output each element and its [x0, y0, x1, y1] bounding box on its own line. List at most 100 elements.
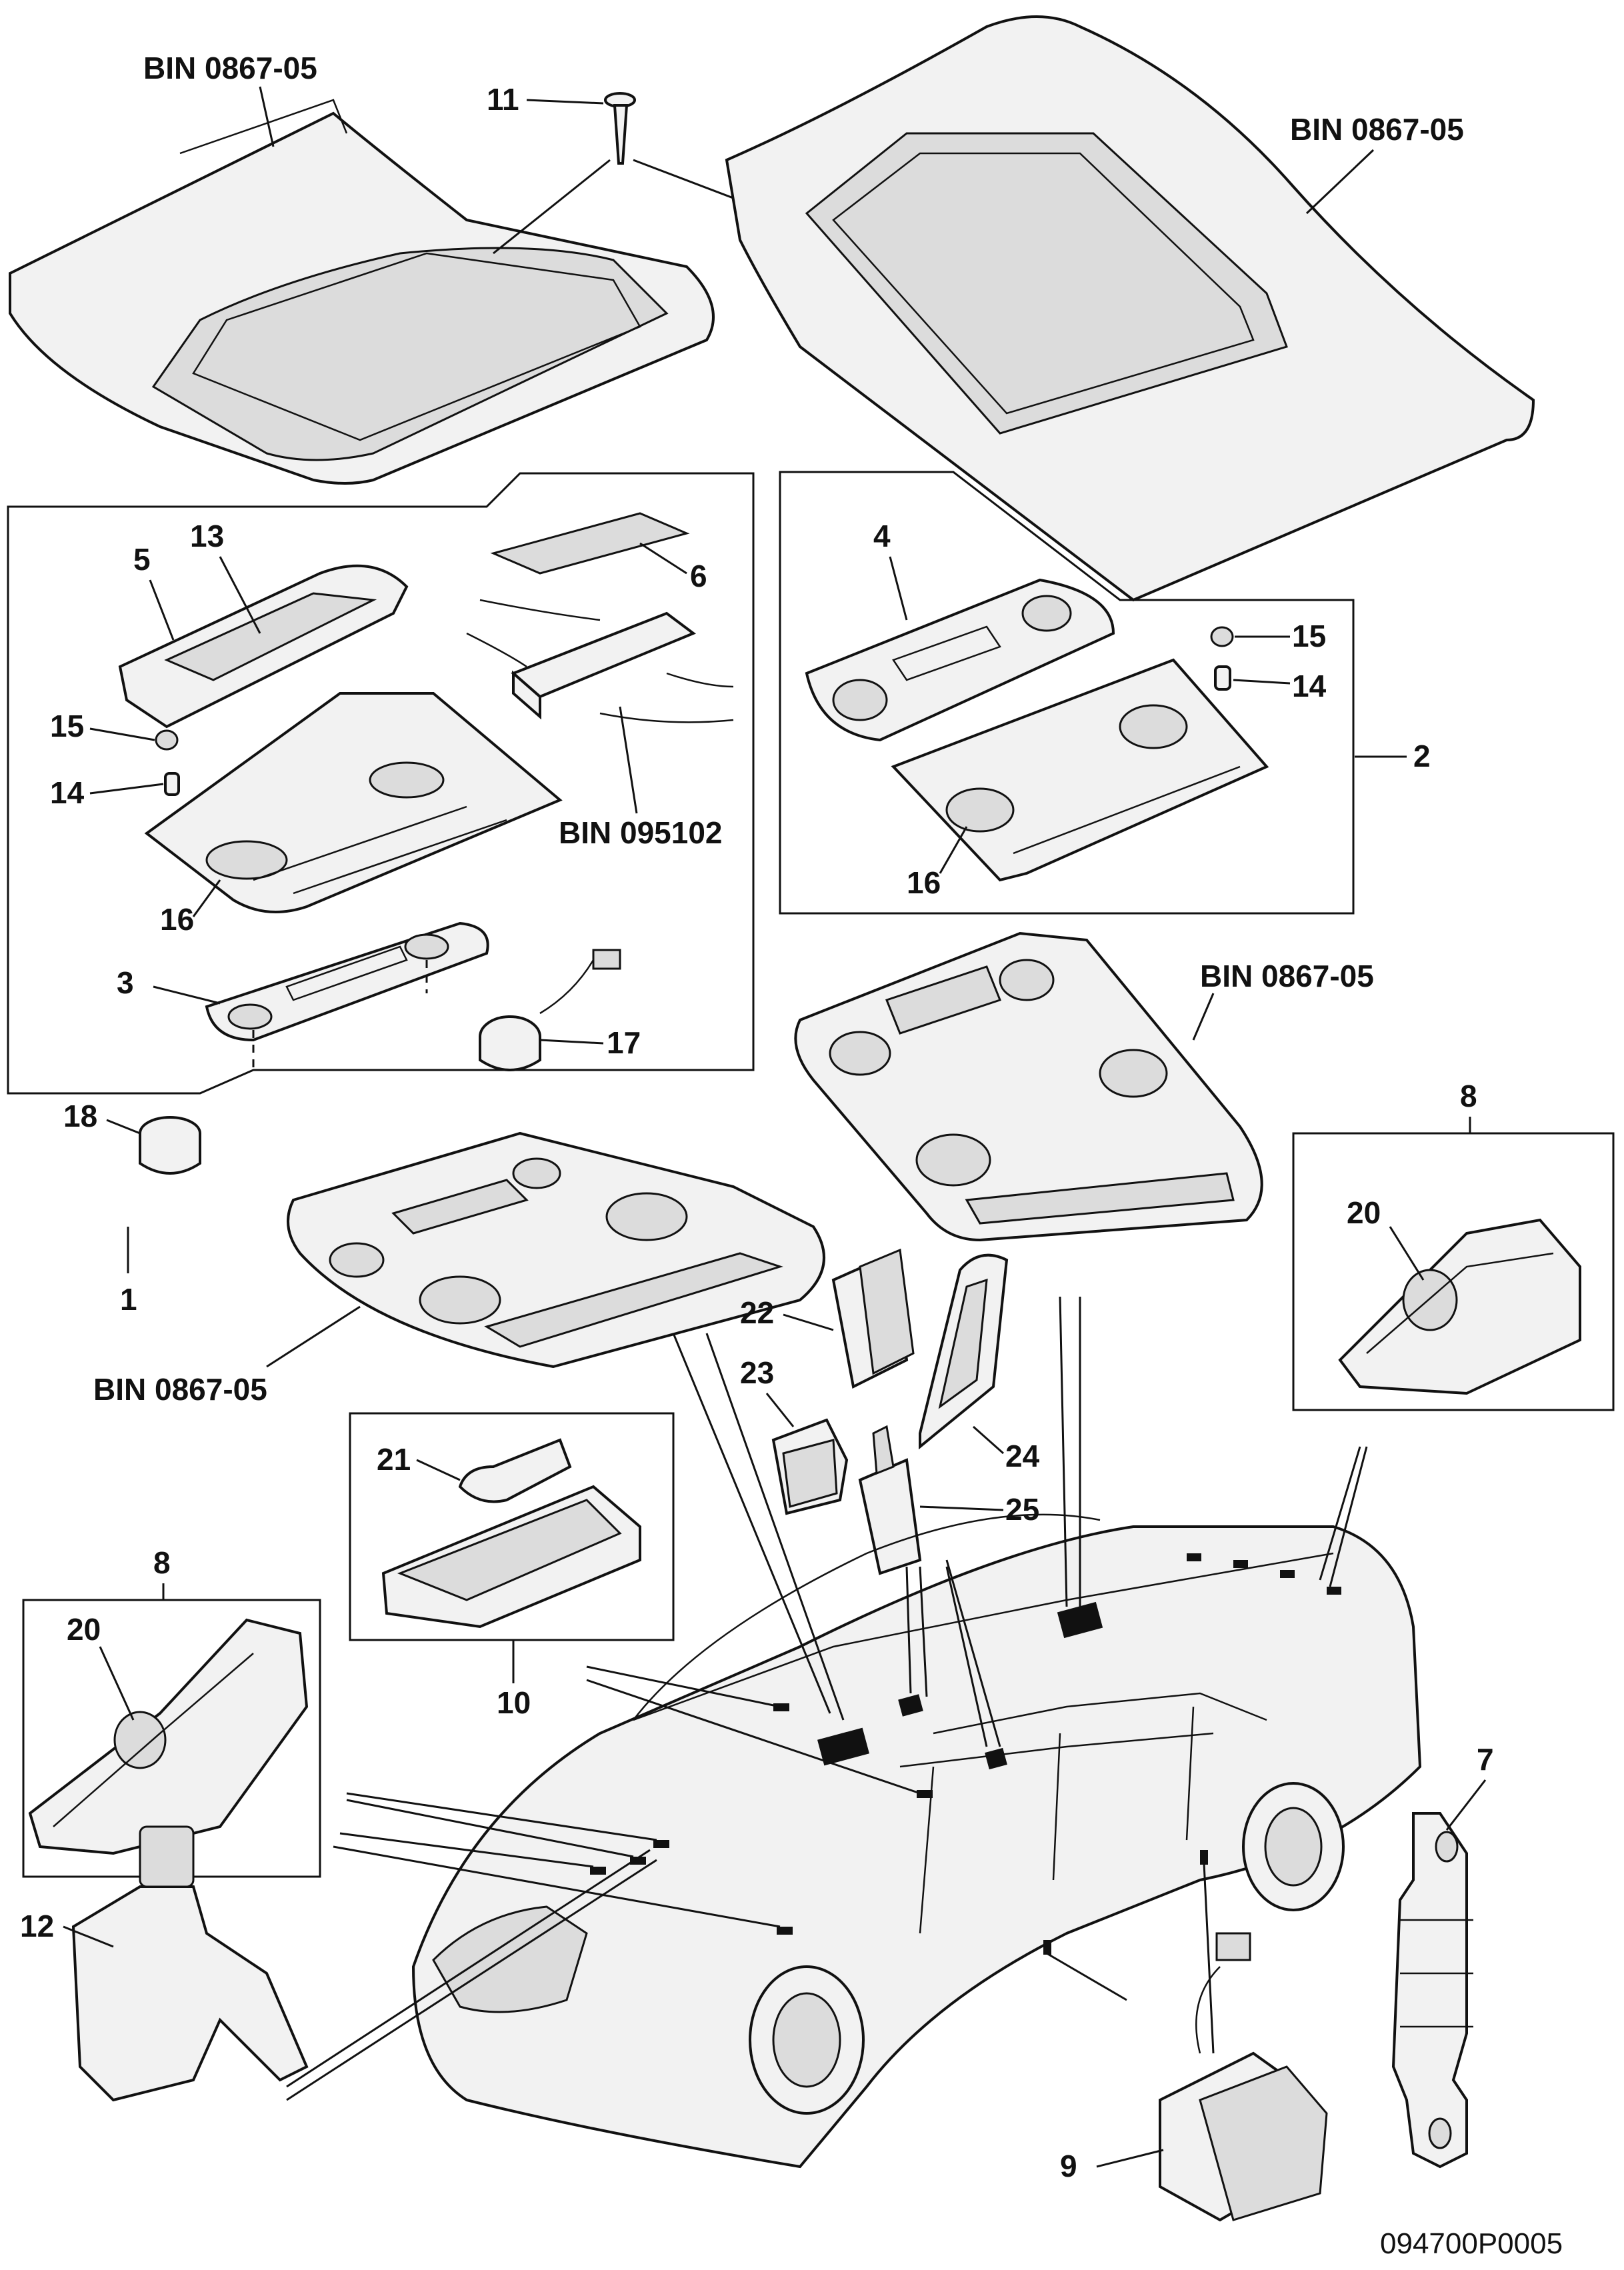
callout-16-right: 16 — [907, 865, 941, 900]
leader-3 — [153, 985, 221, 1005]
callout-8-left: 8 — [153, 1545, 171, 1580]
leader-5 — [149, 579, 175, 641]
drawing-number: 094700P0005 — [1380, 2227, 1563, 2260]
leader-11-left — [493, 159, 611, 255]
bin-reference-bottom-left: BIN 0867-05 — [93, 1372, 267, 1407]
control-module-bin-095102 — [466, 599, 734, 723]
callout-18: 18 — [63, 1099, 97, 1133]
part-16-console-right — [891, 658, 1269, 882]
part-4-bezel — [805, 578, 1115, 742]
leader-bin-top-right — [1305, 149, 1375, 215]
screw-11 — [604, 92, 636, 165]
group-box-2 — [779, 471, 1355, 915]
part-25-bracket — [858, 1425, 922, 1575]
part-8-lamp-right — [1338, 1218, 1581, 1395]
callout-11: 11 — [487, 82, 519, 117]
part-22-switch — [831, 1248, 915, 1389]
part-14-right — [1214, 665, 1231, 691]
leader-20-left — [99, 1646, 135, 1721]
leader-bin-top-left — [259, 86, 275, 147]
callout-9: 9 — [1060, 2149, 1077, 2183]
bin-reference-095102: BIN 095102 — [559, 815, 723, 850]
leader-20-right — [1389, 1226, 1425, 1281]
leader-6 — [639, 542, 687, 575]
callout-8-right: 8 — [1460, 1079, 1477, 1113]
callout-6: 6 — [690, 559, 707, 593]
part-14-left — [164, 772, 180, 796]
leader-13 — [219, 556, 261, 634]
callout-17: 17 — [607, 1025, 641, 1060]
car-roof-markers — [590, 1553, 1341, 1955]
callout-23: 23 — [740, 1355, 774, 1390]
part-12-switch — [71, 1825, 309, 2102]
headliner-panel-mid-right — [794, 931, 1263, 1242]
headliner-panel-top-right — [725, 15, 1535, 602]
leader-bin-mid-right — [1192, 993, 1215, 1041]
callout-16-left: 16 — [160, 902, 194, 937]
callout-10: 10 — [497, 1685, 531, 1720]
part-18-cap — [139, 1116, 201, 1175]
group-box-1 — [7, 472, 755, 1095]
callout-7: 7 — [1477, 1742, 1494, 1777]
leader-11 — [526, 99, 604, 105]
leader-22 — [783, 1313, 834, 1331]
group-box-8-right — [1292, 1132, 1615, 1411]
leader-24 — [973, 1425, 1004, 1455]
headliner-panel-mid-left — [287, 1131, 825, 1369]
callout-25: 25 — [1005, 1492, 1039, 1527]
part-3-bezel — [205, 921, 489, 1042]
part-5-13-housing — [118, 564, 409, 729]
part-21-bulb — [458, 1438, 572, 1503]
leader-bin-bottom-left — [266, 1305, 361, 1368]
leader-25 — [919, 1505, 1004, 1511]
leader-9 — [1096, 2149, 1164, 2168]
callout-21: 21 — [377, 1442, 411, 1477]
leader-14-right — [1233, 679, 1291, 685]
callout-22: 22 — [740, 1295, 774, 1330]
leader-7 — [1445, 1779, 1487, 1831]
callout-20-right: 20 — [1347, 1195, 1381, 1230]
bin-reference-top-left: BIN 0867-05 — [143, 51, 317, 85]
part-10-lamp-housing — [381, 1485, 641, 1629]
car-leader-lines — [286, 1296, 1368, 2101]
callout-3: 3 — [117, 965, 134, 1000]
callout-1: 1 — [120, 1282, 137, 1317]
callout-14-left: 14 — [50, 775, 85, 810]
car-outline — [411, 1513, 1422, 2169]
leader-14-left — [89, 783, 164, 795]
part-24-handle-trim — [919, 1253, 1009, 1450]
headliner-panel-top-left — [9, 99, 715, 485]
leader-15-left — [89, 727, 155, 741]
callout-20-left: 20 — [67, 1612, 101, 1647]
part-7-bracket — [1391, 1812, 1473, 2169]
callout-13: 13 — [190, 519, 224, 553]
part-23-connector — [771, 1418, 849, 1515]
callout-24: 24 — [1005, 1439, 1040, 1473]
callout-15-right: 15 — [1292, 619, 1326, 653]
callout-4: 4 — [873, 519, 891, 553]
group-box-10 — [349, 1412, 675, 1641]
bin-reference-mid-right: BIN 0867-05 — [1200, 959, 1374, 993]
part-17-lamp — [479, 949, 621, 1071]
part-15-left — [155, 729, 179, 751]
callout-12: 12 — [20, 1909, 54, 1943]
leader-23 — [765, 1393, 795, 1427]
leader-bin-095102 — [619, 706, 638, 814]
bin-reference-top-right: BIN 0867-05 — [1290, 112, 1464, 147]
part-8-lamp-left — [28, 1618, 309, 1855]
leader-16-right — [939, 826, 968, 874]
callout-5: 5 — [133, 542, 151, 577]
leader-17 — [539, 1039, 604, 1045]
part-16-console-left — [144, 692, 563, 913]
part-15-right — [1210, 626, 1234, 647]
leader-21 — [416, 1459, 461, 1481]
callout-2: 2 — [1413, 739, 1431, 773]
part-6 — [490, 512, 690, 575]
leader-12 — [63, 1925, 114, 1948]
callout-14-right: 14 — [1292, 669, 1327, 703]
leader-18 — [106, 1119, 141, 1135]
part-9-lamp — [1159, 1932, 1328, 2222]
leader-4 — [889, 556, 908, 621]
callout-15-left: 15 — [50, 709, 84, 743]
